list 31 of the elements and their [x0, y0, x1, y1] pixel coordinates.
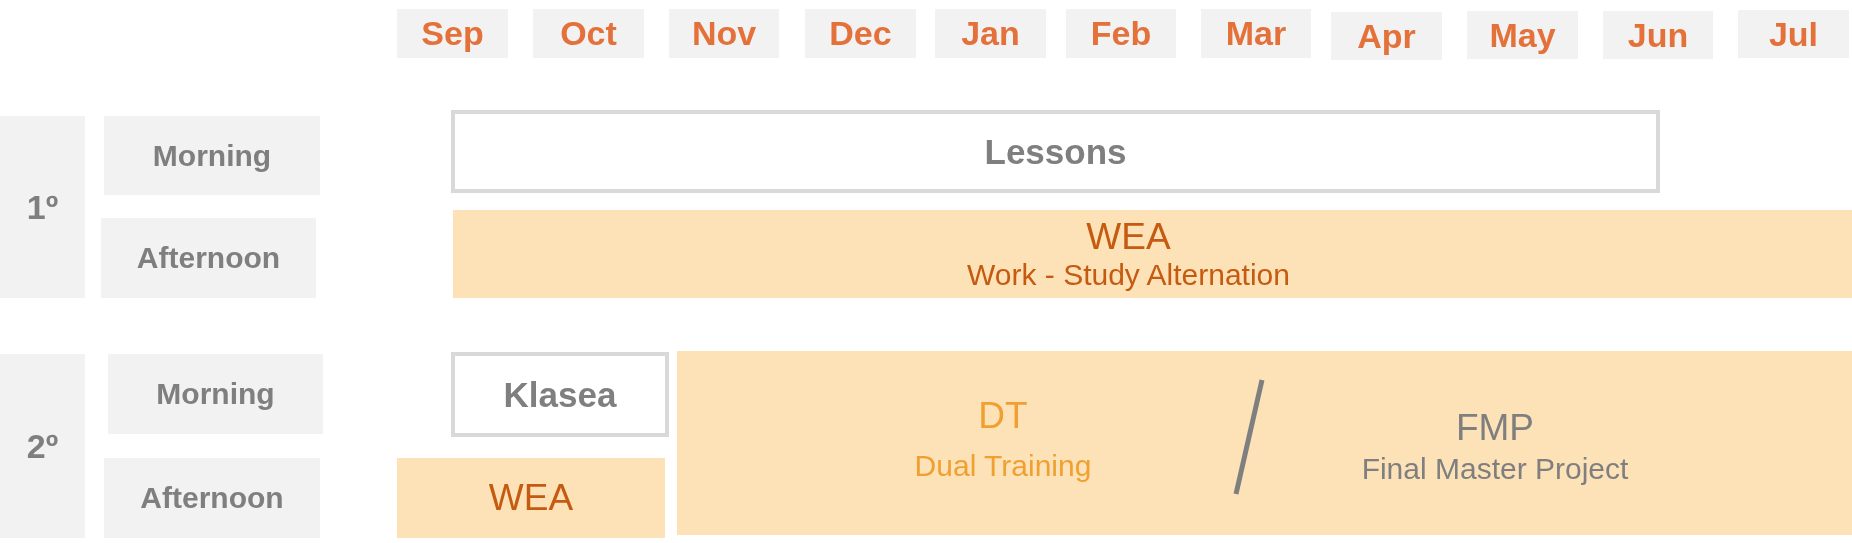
time-slot-label: Morning: [156, 377, 275, 411]
month-label: Apr: [1357, 16, 1416, 56]
activity-subtitle: Dual Training: [914, 449, 1092, 483]
time-slot-label: Afternoon: [136, 241, 281, 275]
year-label: 2º: [26, 426, 59, 466]
course-label: Lessons: [984, 131, 1127, 172]
course-block: [451, 352, 669, 437]
month-label: Mar: [1225, 14, 1287, 53]
month-label: Jan: [961, 14, 1020, 53]
activity-subtitle: Final Master Project: [1361, 452, 1629, 486]
activity-title: WEA: [488, 477, 574, 519]
time-slot-label: Afternoon: [140, 481, 284, 515]
month-label: May: [1489, 15, 1556, 55]
activity-title: DT: [978, 395, 1028, 437]
activity-title: FMP: [1455, 407, 1535, 449]
activity-bar: [397, 458, 665, 538]
month-label: Jul: [1768, 14, 1819, 54]
course-block: [451, 110, 1660, 193]
time-slot-label: Morning: [152, 138, 272, 173]
month-label: Oct: [560, 14, 617, 53]
activity-bar: [453, 210, 1852, 298]
month-label: Sep: [421, 14, 484, 53]
month-label: Nov: [691, 14, 757, 53]
course-label: Klasea: [503, 374, 617, 415]
month-label: Jun: [1627, 15, 1689, 55]
activity-bar: [677, 351, 1852, 535]
month-label: Feb: [1090, 14, 1152, 53]
activity-title: WEA: [1086, 216, 1171, 258]
month-label: Dec: [829, 14, 892, 53]
year-label: 1º: [26, 187, 59, 227]
activity-subtitle: Work - Study Alternation: [967, 257, 1290, 292]
